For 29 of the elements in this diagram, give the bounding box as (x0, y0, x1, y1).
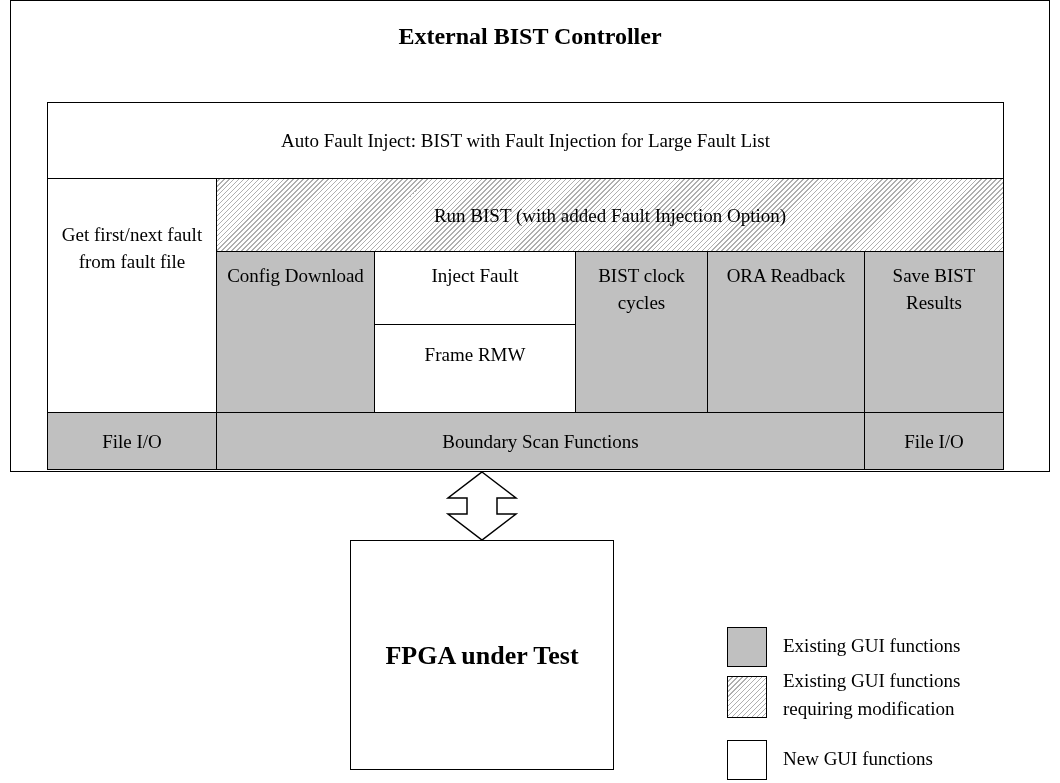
legend-label: Existing GUI functions (783, 634, 962, 658)
function-box (575, 251, 708, 413)
function-label: Inject Fault (430, 264, 520, 288)
function-box (864, 251, 1004, 413)
legend-label: Existing GUI functions requiring modification (783, 669, 962, 721)
function-label: File I/O (903, 429, 965, 454)
function-label: Get first/next fault from fault file (60, 223, 204, 274)
panel-title: External BIST Controller (397, 23, 663, 50)
function-box (216, 178, 1004, 252)
function-label: Save BIST Results (891, 264, 977, 315)
device-box (350, 540, 614, 770)
function-box (707, 251, 865, 413)
double-block-arrow (445, 471, 519, 541)
legend-label: New GUI functions (783, 747, 934, 771)
device-label: FPGA under Test (384, 641, 580, 669)
function-label: Frame RMW (423, 343, 527, 367)
function-label: Run BIST (with added Fault Injection Option) (432, 203, 788, 228)
function-label: File I/O (101, 429, 163, 454)
function-box (864, 412, 1004, 470)
function-box (216, 412, 865, 470)
function-box (47, 102, 1004, 179)
function-label: Boundary Scan Functions (441, 429, 640, 454)
function-label: ORA Readback (725, 264, 847, 288)
function-box (216, 251, 375, 413)
function-label: Auto Fault Inject: BIST with Fault Injection for Large Fault List (280, 129, 771, 153)
function-box (47, 412, 217, 470)
function-label: Config Download (226, 264, 365, 288)
controller-panel (10, 0, 1050, 472)
function-label: BIST clock cycles (597, 264, 686, 315)
